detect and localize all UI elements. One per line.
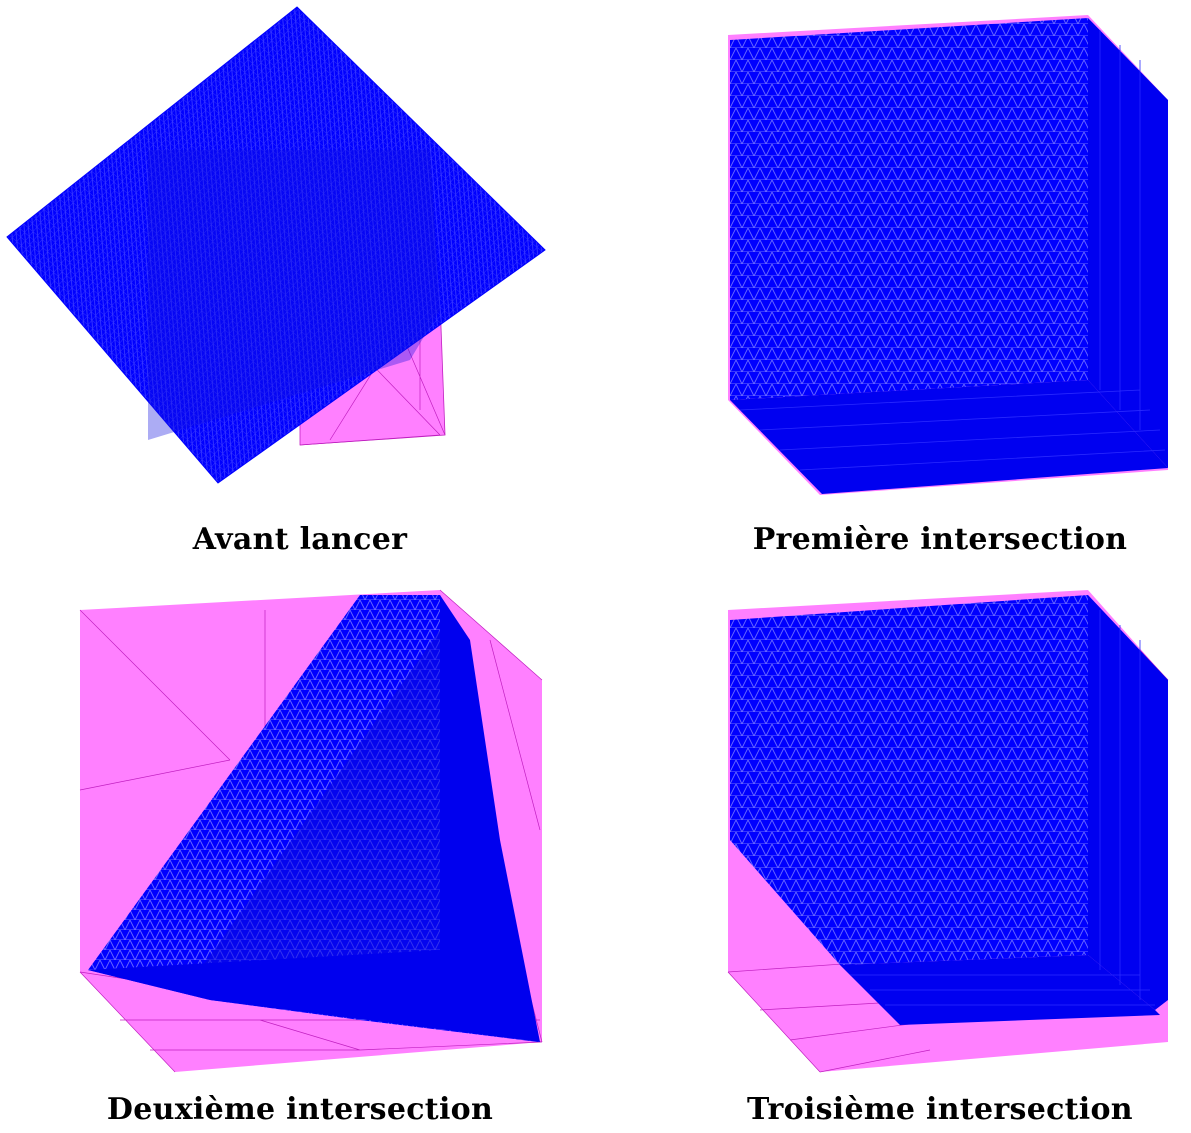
caption-premiere-intersection: Première intersection <box>752 522 1128 557</box>
mesh-bottom-face <box>730 380 1168 494</box>
mesh-side-face <box>1088 595 1168 1010</box>
mesh-front-face <box>730 595 1088 965</box>
premiere-intersection-figure <box>728 15 1168 495</box>
caption-avant-lancer: Avant lancer <box>192 522 408 557</box>
mesh-bottom-lines <box>850 610 1155 1006</box>
deuxieme-intersection-figure <box>79 589 543 1073</box>
mesh-front-face <box>730 18 1088 400</box>
mesh-bottom-lines <box>739 30 1166 471</box>
mesh-inner-shade <box>200 630 440 970</box>
mesh-bottom <box>88 950 540 1042</box>
panel-troisieme-intersection <box>700 580 1191 1080</box>
panel-premiere-intersection <box>700 0 1191 500</box>
panel-deuxieme-intersection <box>60 580 560 1080</box>
caption-deuxieme-intersection: Deuxième intersection <box>106 1092 494 1127</box>
avant-lancer-figure <box>6 6 546 484</box>
troisieme-intersection-figure <box>727 590 1169 1073</box>
panel-avant-lancer <box>0 0 560 500</box>
mesh-inner-shade <box>148 150 440 440</box>
mesh-side-face <box>1088 18 1168 468</box>
mesh-ridge <box>440 595 540 1042</box>
caption-troisieme-intersection: Troisième intersection <box>747 1092 1133 1127</box>
cube-face-edges <box>727 649 1169 1073</box>
mesh-plane <box>6 6 546 484</box>
